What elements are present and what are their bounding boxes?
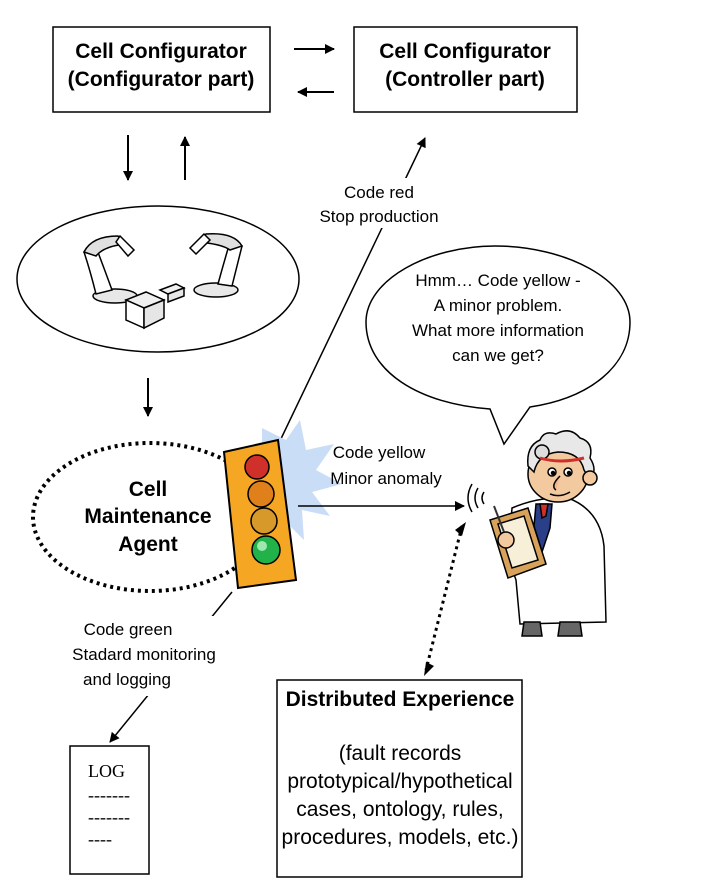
distributed-experience-box: Distributed Experience (fault records pr…: [276, 679, 523, 878]
bubble-line1: Hmm… Code yellow -: [415, 271, 580, 290]
robot-arm-left-icon: [82, 234, 138, 304]
code-green-line2: Stadard monitoring: [72, 645, 216, 664]
code-yellow-line2: Minor anomaly: [330, 469, 442, 488]
bubble-line3: What more information: [412, 321, 584, 340]
log-line1: -------: [88, 785, 130, 805]
controller-box-line2: (Controller part): [385, 68, 545, 91]
robot-cell-ellipse: [16, 205, 300, 353]
log-title: LOG: [88, 761, 125, 781]
code-red-line2: Stop production: [319, 207, 438, 226]
code-red-line1: Code red: [344, 183, 414, 202]
experience-title: Distributed Experience: [286, 688, 515, 711]
doctor-icon: [467, 430, 607, 637]
robot-arm-right-icon: [188, 232, 244, 298]
configurator-box-line1: Cell Configurator: [75, 40, 247, 63]
experience-line1: (fault records: [339, 742, 462, 765]
maintenance-agent-ellipse: Cell Maintenance Agent: [31, 441, 269, 593]
configurator-part-box: Cell Configurator (Configurator part): [52, 26, 271, 113]
arrow-head-top: [455, 522, 466, 536]
configurator-box-line2: (Configurator part): [68, 68, 255, 91]
traffic-light-icon: [222, 438, 298, 590]
log-document: LOG ------- ------- ----: [69, 745, 150, 875]
code-green-line1: Code green: [84, 620, 173, 639]
bubble-line4: can we get?: [452, 346, 544, 365]
experience-line4: procedures, models, etc.): [282, 826, 519, 849]
log-line3: ----: [88, 829, 112, 849]
code-yellow-line1: Code yellow: [333, 443, 426, 462]
arrow-head-bottom: [424, 662, 434, 676]
code-green-line3: and logging: [83, 670, 171, 689]
code-red-label: Code red Stop production: [312, 178, 450, 228]
log-line2: -------: [88, 807, 130, 827]
code-green-label: Code green Stadard monitoring and loggin…: [60, 616, 220, 696]
experience-line2: prototypical/hypothetical: [287, 770, 512, 793]
experience-line3: cases, ontology, rules,: [296, 798, 503, 821]
agent-label-line1: Cell: [129, 478, 168, 501]
arrow-experience-link: [424, 525, 464, 671]
speech-bubble: Hmm… Code yellow - A minor problem. What…: [365, 245, 631, 446]
controller-box-line1: Cell Configurator: [379, 40, 551, 63]
bubble-line2: A minor problem.: [434, 296, 563, 315]
workpiece-box-icon: [124, 283, 186, 330]
agent-label-line3: Agent: [118, 533, 178, 556]
code-yellow-label: Code yellow Minor anomaly: [330, 443, 442, 488]
controller-part-box: Cell Configurator (Controller part): [353, 26, 578, 113]
agent-label-line2: Maintenance: [84, 505, 211, 528]
